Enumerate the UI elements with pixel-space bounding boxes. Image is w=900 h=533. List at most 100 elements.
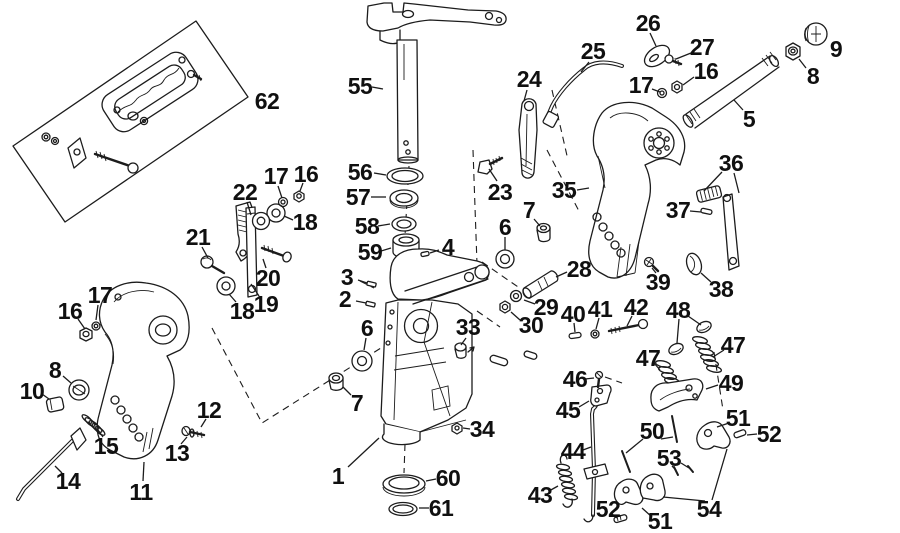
leader-line-46 <box>584 377 595 380</box>
callout-16: 16 <box>58 298 83 324</box>
leader-line-37 <box>689 210 702 213</box>
callout-35: 35 <box>552 177 577 203</box>
kit-bolt <box>93 150 139 174</box>
steering-arm-shaft <box>366 2 507 164</box>
lever-pin <box>700 207 713 215</box>
callout-16: 16 <box>694 58 719 84</box>
callout-33: 33 <box>456 314 481 340</box>
leader-line-54 <box>711 448 728 501</box>
callout-18: 18 <box>230 298 255 324</box>
leader-line-26 <box>649 32 657 47</box>
leader-line-17 <box>651 88 661 93</box>
leader-line-11 <box>142 461 145 482</box>
assembly-axis-3 <box>481 261 522 290</box>
callout-52: 52 <box>596 496 621 522</box>
callout-7: 7 <box>351 390 363 416</box>
callout-17: 17 <box>264 163 289 189</box>
assembly-axis-10 <box>604 376 623 384</box>
leader-line-24 <box>523 89 528 102</box>
washer-17-top <box>656 87 668 99</box>
callout-1: 1 <box>332 463 345 489</box>
washer-6-upper <box>495 249 515 269</box>
leader-line-18 <box>228 293 237 303</box>
leader-line-29 <box>523 299 536 305</box>
washer-6-lower <box>351 350 373 372</box>
nut-30 <box>499 300 511 314</box>
pin-52-right <box>733 429 747 439</box>
tilt-lock-lever <box>695 185 740 271</box>
bushing-33 <box>454 342 475 359</box>
callout-2: 2 <box>339 286 351 312</box>
callout-16: 16 <box>294 161 319 187</box>
plug-38 <box>685 252 703 276</box>
bushing-7-lower <box>328 372 344 391</box>
nut-16-top <box>671 80 683 94</box>
leader-line-19 <box>250 283 260 297</box>
callout-45: 45 <box>556 397 581 423</box>
leader-line-52 <box>611 513 618 519</box>
callout-25: 25 <box>581 38 606 64</box>
leader-line-48 <box>676 318 680 344</box>
spring-47-right <box>691 336 723 373</box>
parts-artwork <box>12 2 828 524</box>
leader-line-17 <box>277 185 283 199</box>
callout-51: 51 <box>726 405 751 431</box>
leader-line-25 <box>580 61 590 73</box>
washer-29 <box>509 289 523 303</box>
callout-57: 57 <box>346 184 371 210</box>
tilt-rod-14 <box>16 427 87 501</box>
washer-58 <box>391 216 417 232</box>
tilt-tube-nut <box>785 42 801 61</box>
leader-line-55 <box>371 86 384 90</box>
tilt-tube-cap <box>804 22 828 46</box>
callout-10: 10 <box>20 378 45 404</box>
leader-line-16 <box>682 76 695 86</box>
leader-line-51 <box>641 507 653 518</box>
leader-line-4 <box>429 249 440 254</box>
callout-61: 61 <box>429 495 454 521</box>
callout-36: 36 <box>719 150 744 176</box>
tilt-tube <box>682 51 780 129</box>
swivel-bracket <box>380 248 490 446</box>
callout-22: 22 <box>233 179 258 205</box>
callout-62: 62 <box>255 88 280 114</box>
nut-16-left <box>79 327 93 342</box>
screw-46 <box>594 370 604 389</box>
callout-28: 28 <box>567 256 592 282</box>
callout-11: 11 <box>129 479 153 505</box>
leader-line-1 <box>347 437 380 468</box>
callout-20: 20 <box>256 265 281 291</box>
leader-line-47 <box>653 362 661 371</box>
callout-3: 3 <box>341 264 353 290</box>
washer-18-lower <box>216 276 236 296</box>
leader-line-49 <box>705 384 719 390</box>
leader-line-21 <box>201 246 209 259</box>
leader-line-12 <box>200 418 207 428</box>
callout-39: 39 <box>646 269 671 295</box>
callout-58: 58 <box>355 213 380 239</box>
callout-43: 43 <box>528 482 553 508</box>
bushing-7-upper <box>536 222 551 243</box>
leader-line-36 <box>733 172 740 194</box>
seal-cup-60 <box>382 474 426 497</box>
callout-18: 18 <box>293 209 318 235</box>
leader-line-42 <box>626 315 633 327</box>
set-screw-2 <box>365 300 376 308</box>
kit-nuts <box>41 132 60 146</box>
callout-7: 7 <box>523 197 535 223</box>
callout-9: 9 <box>830 36 842 62</box>
washer-18-upper-a <box>251 211 271 231</box>
callout-15: 15 <box>94 433 119 459</box>
lever-51-top <box>696 421 731 450</box>
washer-18-upper-b <box>266 203 286 223</box>
leader-line-45 <box>578 400 590 408</box>
callout-17: 17 <box>88 282 113 308</box>
pin-31 <box>489 354 509 367</box>
callout-41: 41 <box>588 296 613 322</box>
leader-line-33 <box>460 337 467 346</box>
bracket-45 <box>590 384 612 407</box>
leader-line-27 <box>675 52 692 60</box>
nut-34 <box>451 422 463 435</box>
leader-line-35 <box>576 187 590 191</box>
starboard-stern-bracket <box>588 101 686 279</box>
